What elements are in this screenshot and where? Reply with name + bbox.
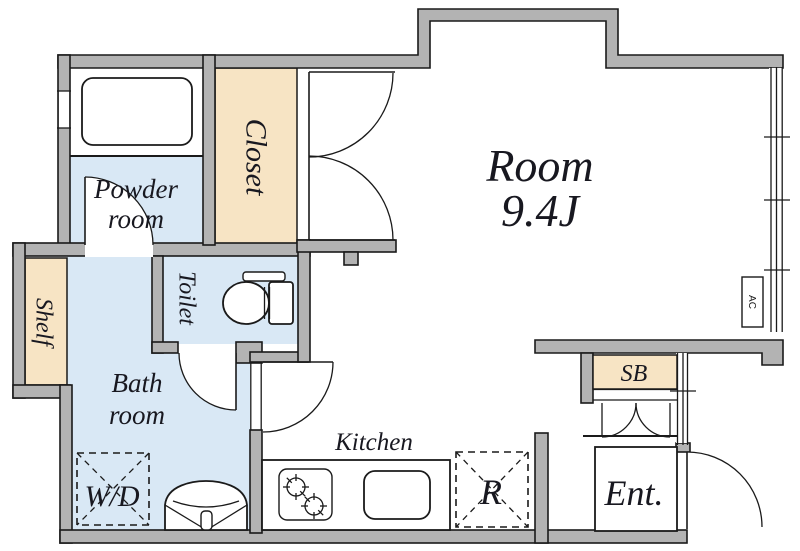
wall-segment [151, 255, 164, 354]
wall-pillar-stub [343, 251, 359, 266]
wall-segment [59, 384, 73, 544]
refrigerator-label: R [479, 472, 502, 512]
kitchen-label: Kitchen [334, 429, 413, 456]
wall-segment [534, 339, 784, 366]
bath-room-label-line2: room [109, 400, 165, 430]
entrance-label: Ent. [604, 473, 664, 513]
wall-segment [202, 54, 216, 246]
wall-segment [296, 239, 397, 253]
closet-door-arc [308, 72, 394, 158]
washbasin-line [164, 504, 204, 529]
wall-segment [249, 429, 263, 534]
wall-segment [580, 352, 594, 404]
wall-segment [151, 341, 179, 354]
windows [57, 67, 790, 445]
shelf-floor [24, 257, 68, 386]
shoe-box-door-arc [601, 402, 637, 438]
washbasin-faucet [200, 510, 213, 531]
stove-burner [301, 493, 327, 519]
bath-room-label-line1: Bath [112, 368, 163, 398]
closet-door-arc [308, 155, 394, 241]
closet-label: Closet [240, 119, 273, 196]
toilet-door-swing [179, 353, 236, 410]
doors [84, 71, 763, 529]
entrance-door-arc [686, 451, 763, 528]
wall-segment [12, 242, 26, 399]
powder-room-label-line2: room [108, 204, 164, 234]
washroom-door-arc [262, 361, 334, 433]
wall-segment [57, 54, 71, 248]
wall-segment [12, 242, 311, 257]
powder-door-swing [85, 177, 153, 245]
kitchen-sink [363, 470, 431, 520]
washer-dryer-space [76, 452, 150, 526]
shoe-box-door-arc [635, 402, 671, 438]
wall-segment [534, 432, 549, 544]
toilet-lid [242, 271, 286, 282]
labels: Room 9.4J Closet Powder room Bath room T… [31, 119, 757, 513]
powder-door-arc [84, 176, 154, 246]
powder-doorway [85, 242, 153, 257]
shelf-label: Shelf [31, 298, 57, 349]
wall-segment [297, 239, 311, 363]
wall-segment [59, 529, 688, 544]
air-conditioner-label: AC [746, 295, 757, 309]
washbasin-line [209, 504, 248, 529]
toilet-door-arc [178, 352, 237, 411]
entrance-sidelite [676, 353, 688, 443]
washer-dryer-label: W/D [85, 480, 140, 513]
room-label: Room [485, 140, 593, 191]
entrance-door-swing [687, 452, 762, 527]
entrance-floor [594, 446, 678, 532]
wall-segment [57, 8, 784, 69]
fixtures [70, 77, 764, 532]
washbasin-bowl-line [172, 500, 240, 508]
bath-window [59, 91, 69, 128]
floors [24, 67, 298, 530]
shoe-box-label: SB [621, 361, 648, 387]
air-conditioner [741, 276, 764, 328]
toilet-tank [268, 281, 294, 325]
toilet-label: Toilet [174, 271, 200, 326]
closet-floor [214, 67, 298, 246]
powder-room-label-line1: Powder [93, 174, 178, 204]
toilet-bowl [222, 281, 270, 325]
stove-burner [283, 474, 309, 500]
refrigerator-space [455, 451, 529, 528]
room-size-label: 9.4J [501, 185, 582, 236]
bathtub [81, 77, 193, 146]
stove [278, 468, 333, 521]
